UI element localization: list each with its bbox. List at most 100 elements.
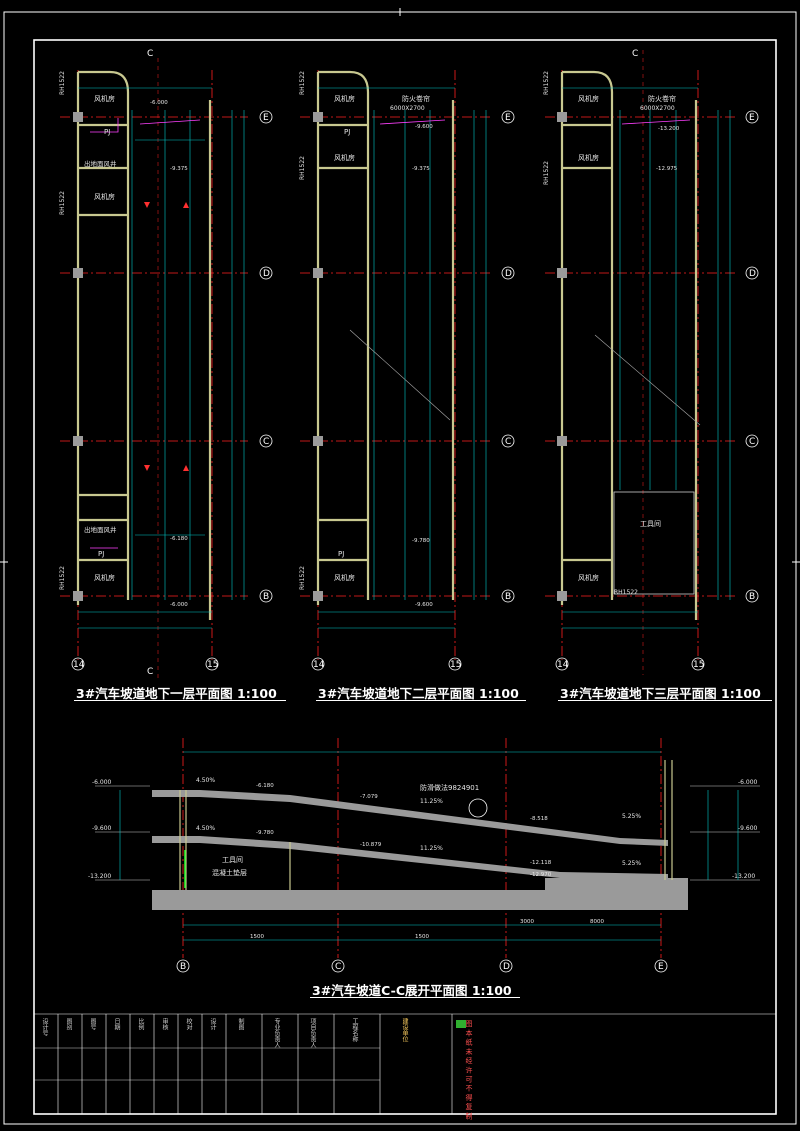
tb-cell: 项目负责人 xyxy=(309,1018,316,1048)
level-mark: -12.118 xyxy=(530,860,552,866)
room-label: 风机房 xyxy=(578,153,599,162)
tb-cell: 图别 xyxy=(65,1018,72,1030)
room-label: 风机房 xyxy=(578,94,599,103)
axis-label: C xyxy=(505,437,511,447)
axis-label: C xyxy=(335,962,341,972)
axis-label: B xyxy=(263,592,269,602)
level-mark: -7.079 xyxy=(360,794,378,800)
level-mark: -9.600 xyxy=(738,825,758,832)
level-mark: -9.600 xyxy=(92,825,112,832)
axis-label: 15 xyxy=(450,660,461,670)
level-mark: -9.375 xyxy=(170,166,188,172)
tb-cell: 日期 xyxy=(113,1018,120,1030)
plan-b3-title-underline xyxy=(558,700,772,701)
dim-label: 8000 xyxy=(590,919,604,925)
section-mark: C xyxy=(632,49,638,59)
axis-label: D xyxy=(749,269,756,279)
door-tag: RH1522 xyxy=(299,156,306,180)
section-note: 工具间 xyxy=(222,856,243,864)
level-mark: -6.000 xyxy=(150,100,168,106)
axis-label: B xyxy=(505,592,511,602)
tb-cell: 建设单位 xyxy=(401,1018,408,1042)
door-note: 6000X2700 xyxy=(390,105,425,112)
plan-b2: 风机房 PJ 风机房 PJ 风机房 防火卷帘 6000X2700 RH1522 … xyxy=(299,70,515,671)
title-block xyxy=(34,1013,776,1114)
door-note: 6000X2700 xyxy=(640,105,675,112)
level-mark: -12.970 xyxy=(530,872,552,878)
axis-label: E xyxy=(505,113,511,123)
section-mark: C xyxy=(147,49,153,59)
plan-b1-title-underline xyxy=(74,700,286,701)
door-tag: RH1522 xyxy=(543,161,550,185)
sheet-border-outer xyxy=(3,11,797,1125)
room-label: 风机房 xyxy=(334,153,355,162)
level-mark: -9.780 xyxy=(256,830,274,836)
sheet-border-inner xyxy=(33,39,777,1115)
door-tag: RH1522 xyxy=(59,566,66,590)
copyright-note: 图 本 纸 未 经 许 可 不 得 复 制 xyxy=(465,1020,473,1120)
level-mark: -13.200 xyxy=(88,873,111,880)
door-note: 防火卷帘 xyxy=(648,94,676,103)
slope-label: 4.50% xyxy=(196,825,215,832)
level-mark: -9.600 xyxy=(415,602,433,608)
level-mark: -9.780 xyxy=(412,538,430,544)
dim-label: 1500 xyxy=(250,934,264,940)
plan-b2-title: 3#汽车坡道地下二层平面图 1:100 xyxy=(318,686,519,701)
tb-cell: 工程名称 xyxy=(351,1018,358,1042)
room-label: PJ xyxy=(104,128,110,136)
level-mark: -12.975 xyxy=(656,166,678,172)
axis-label: 14 xyxy=(313,660,325,670)
door-tag: RH1522 xyxy=(299,566,306,590)
dim-label: 1500 xyxy=(415,934,429,940)
plan-b3-title: 3#汽车坡道地下三层平面图 1:100 xyxy=(560,686,761,701)
room-label: 风机房 xyxy=(334,94,355,103)
axis-label: D xyxy=(503,962,510,972)
tb-cell: 设计 xyxy=(209,1018,216,1030)
room-label: 出地面风井 xyxy=(84,159,117,168)
door-tag: RH1522 xyxy=(614,589,638,596)
section-note: 防滑做法9824901 xyxy=(420,783,479,792)
axis-label: 15 xyxy=(207,660,218,670)
axis-bubbles: E D C B 14 15 xyxy=(311,110,515,671)
section-mark: C xyxy=(147,667,153,677)
section-title: 3#汽车坡道C-C展开平面图 1:100 xyxy=(312,983,512,998)
axis-label: 14 xyxy=(73,660,85,670)
door-tag: RH1522 xyxy=(543,71,550,95)
level-mark: -13.200 xyxy=(658,126,680,132)
plan-b2-title-underline xyxy=(316,700,526,701)
tb-cell: 比例 xyxy=(137,1018,144,1030)
axis-label: C xyxy=(263,437,269,447)
plan-b3: 风机房 风机房 工具间 风机房 防火卷帘 6000X2700 RH1522 RH… xyxy=(543,49,759,675)
dim-label: 3000 xyxy=(520,919,534,925)
room-label: 风机房 xyxy=(578,573,599,582)
level-mark: -6.000 xyxy=(738,779,758,786)
level-mark: -13.200 xyxy=(732,873,755,880)
tb-cell: 校对 xyxy=(185,1018,192,1030)
room-label: 风机房 xyxy=(94,573,115,582)
door-tag: RH1522 xyxy=(59,71,66,95)
tb-cell: 制图 xyxy=(237,1018,244,1030)
room-label: 风机房 xyxy=(94,192,115,201)
section-title-underline xyxy=(310,997,520,998)
slope-label: 5.25% xyxy=(622,860,641,867)
room-label: 出地面风井 xyxy=(84,525,117,534)
slope-label: 11.25% xyxy=(420,845,443,852)
slope-label: 4.50% xyxy=(196,777,215,784)
door-tag: RH1522 xyxy=(59,191,66,215)
axis-label: 14 xyxy=(557,660,569,670)
axis-label: E xyxy=(658,962,664,972)
axis-bubbles: E D C B 14 15 C C xyxy=(71,49,273,677)
level-mark: -6.180 xyxy=(170,536,188,542)
room-label: PJ xyxy=(344,128,350,136)
axis-bubbles: E D C B 14 15 C xyxy=(555,49,759,671)
axis-label: D xyxy=(263,269,270,279)
section-note: 混凝土垫层 xyxy=(212,868,247,877)
tb-cell: 审核 xyxy=(161,1018,168,1030)
room-label: 工具间 xyxy=(640,520,661,528)
axis-label: B xyxy=(180,962,186,972)
room-label: PJ xyxy=(338,550,344,558)
plan-b1-title: 3#汽车坡道地下一层平面图 1:100 xyxy=(76,686,277,701)
slope-label: 11.25% xyxy=(420,798,443,805)
section-cc: -6.000 -9.600 -13.200 -6.000 -9.600 -13.… xyxy=(88,738,760,973)
